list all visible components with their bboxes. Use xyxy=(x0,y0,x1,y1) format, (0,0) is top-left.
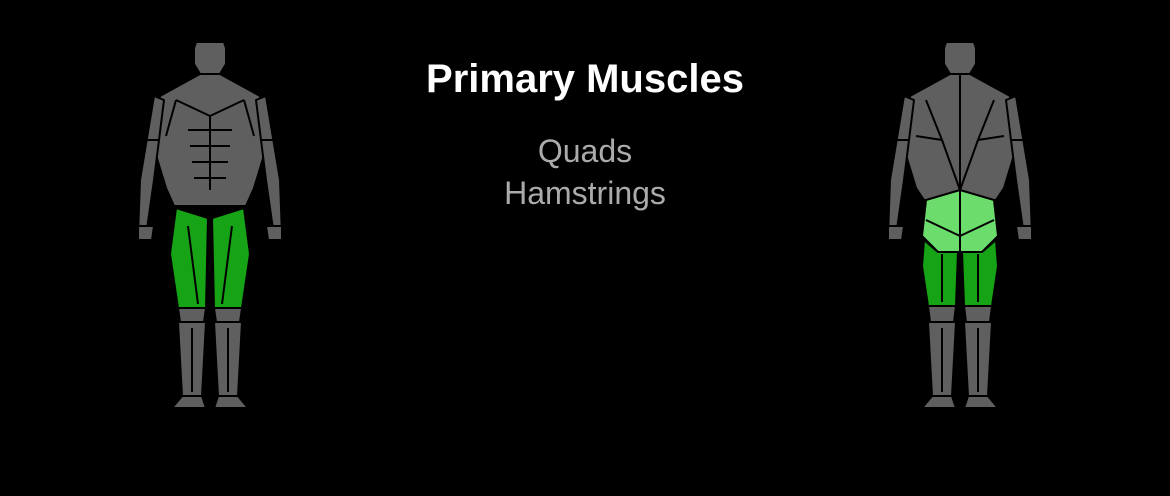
body-front-icon xyxy=(136,40,284,412)
quads-left-shape xyxy=(169,207,209,309)
muscle-list: Quads Hamstrings xyxy=(335,130,835,214)
page-title: Primary Muscles xyxy=(426,57,744,101)
muscle-item-quads: Quads xyxy=(537,133,633,169)
muscle-item-hamstrings: Hamstrings xyxy=(504,175,666,211)
body-back-icon xyxy=(886,40,1034,412)
head-shape xyxy=(193,41,227,75)
head-shape xyxy=(943,41,977,75)
quads-right-shape xyxy=(211,207,251,309)
